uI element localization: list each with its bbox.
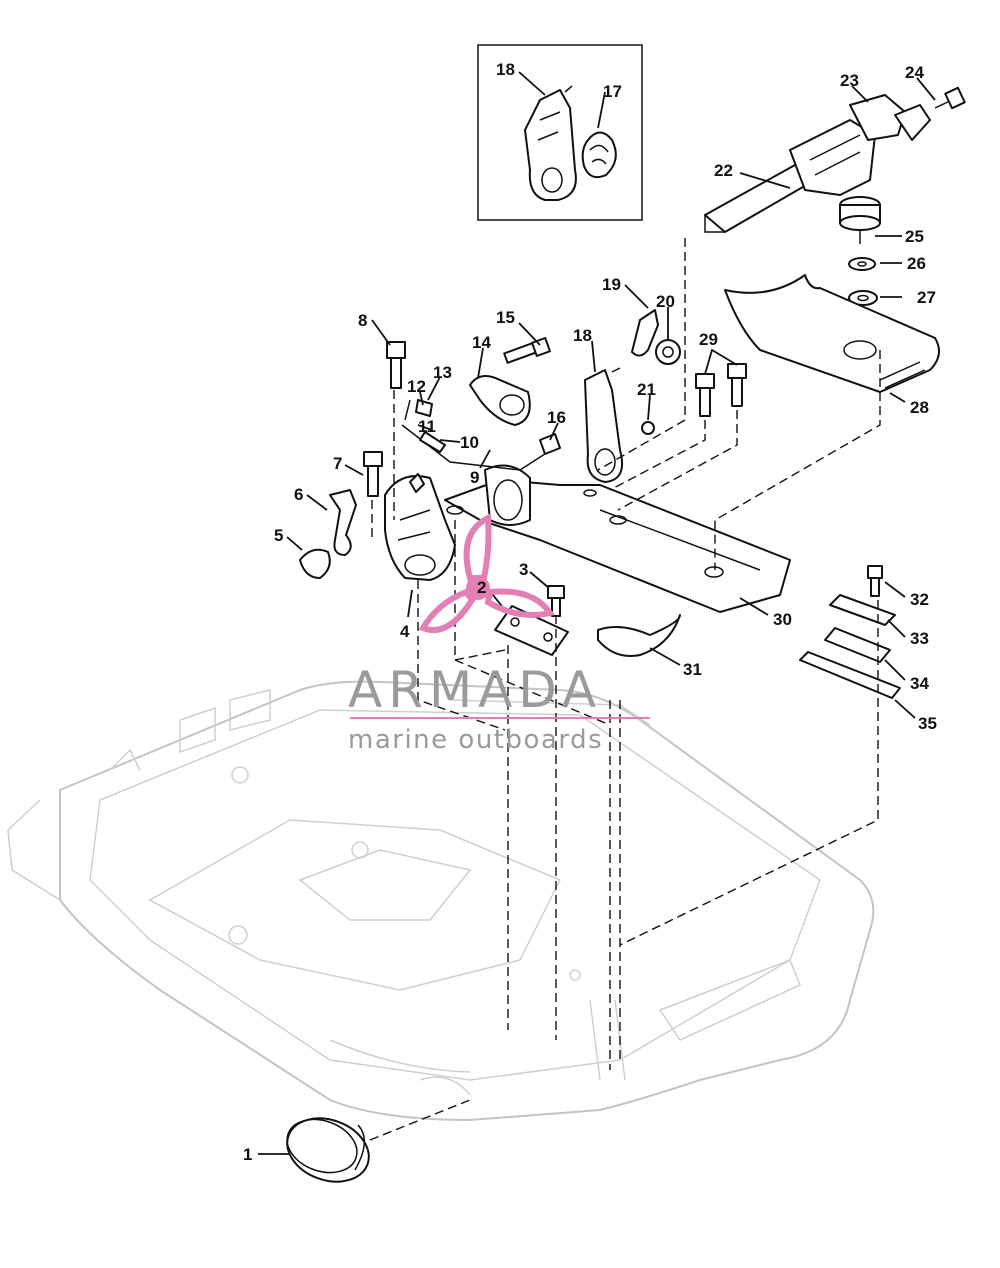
callout-12: 12: [407, 377, 426, 396]
callout-1: 1: [243, 1145, 252, 1164]
callout-5: 5: [274, 526, 283, 545]
bottom-cowl-pan: [7, 680, 875, 1122]
callout-4: 4: [400, 622, 410, 641]
callout-33: 33: [910, 629, 929, 648]
parts-10-13-clips: [404, 399, 446, 453]
callout-21: 21: [637, 380, 656, 399]
part-27-washer: [848, 290, 878, 306]
callout-35: 35: [918, 714, 937, 733]
part-6-link: [329, 489, 357, 556]
callout-8: 8: [358, 311, 367, 330]
part-33-plate: [829, 594, 896, 626]
callout-19: 19: [602, 275, 621, 294]
logo-brand: ARMADA: [348, 661, 602, 719]
part-3-screw: [547, 585, 565, 617]
callout-18-inset: 18: [496, 60, 515, 79]
callout-10: 10: [460, 433, 479, 452]
part-30-bracket: [444, 464, 791, 613]
callout-11: 11: [418, 417, 436, 436]
part-23-bracket: [849, 94, 931, 141]
part-18-lever: [584, 367, 624, 483]
callout-labels: 1 2 3 4 5 6 7 8 9 10 11 12 13 14 15 16 1…: [243, 60, 937, 1164]
callout-3: 3: [519, 560, 528, 579]
inset-detail-box: [477, 44, 643, 221]
part-1-grommet: [286, 1117, 370, 1183]
callout-31: 31: [683, 660, 702, 679]
part-20-spring: [655, 339, 681, 365]
callout-18: 18: [573, 326, 592, 345]
part-24-screw: [934, 86, 966, 110]
logo-tagline: marine outboards: [348, 725, 603, 755]
part-34-plate: [824, 627, 891, 663]
propeller-logo-icon: [418, 513, 555, 634]
callout-7: 7: [333, 454, 342, 473]
callout-9: 9: [470, 468, 479, 487]
part-19-pawl: [631, 309, 659, 357]
callout-20: 20: [656, 292, 675, 311]
callout-32: 32: [910, 590, 929, 609]
part-5-cap: [299, 548, 331, 579]
callout-2: 2: [477, 578, 486, 597]
callout-29: 29: [699, 330, 718, 349]
callout-16: 16: [547, 408, 566, 427]
part-16-clip: [539, 433, 561, 455]
callout-13: 13: [433, 363, 452, 382]
part-8-bolt: [386, 341, 406, 389]
assembly-lines: [369, 238, 881, 1141]
part-4-lever: [384, 473, 456, 581]
callout-17: 17: [603, 82, 622, 101]
callout-30: 30: [773, 610, 792, 629]
callout-15: 15: [496, 308, 515, 327]
part-22-shaft: [704, 119, 876, 233]
callout-25: 25: [905, 227, 924, 246]
part-21-clip: [641, 421, 655, 435]
part-31-clip: [597, 614, 681, 657]
callout-6: 6: [294, 485, 303, 504]
part-29-bolts: [695, 363, 747, 417]
callout-24: 24: [905, 63, 924, 82]
part-14-plate: [469, 375, 531, 426]
part-28-cover: [724, 274, 940, 393]
callout-27: 27: [917, 288, 936, 307]
part-25-knob: [839, 196, 881, 244]
callout-28: 28: [910, 398, 929, 417]
armada-logo: ARMADA marine outboards: [348, 513, 650, 755]
part-32-screw: [867, 565, 883, 597]
part-2-plate: [494, 605, 569, 656]
callout-34: 34: [910, 674, 929, 693]
part-35-bar: [799, 651, 901, 699]
callout-23: 23: [840, 71, 859, 90]
callout-22: 22: [714, 161, 733, 180]
callout-26: 26: [907, 254, 926, 273]
part-26-washer: [848, 257, 876, 271]
part-15-bolt: [503, 337, 551, 364]
part-7-bolt: [363, 451, 383, 497]
callout-14: 14: [472, 333, 491, 352]
